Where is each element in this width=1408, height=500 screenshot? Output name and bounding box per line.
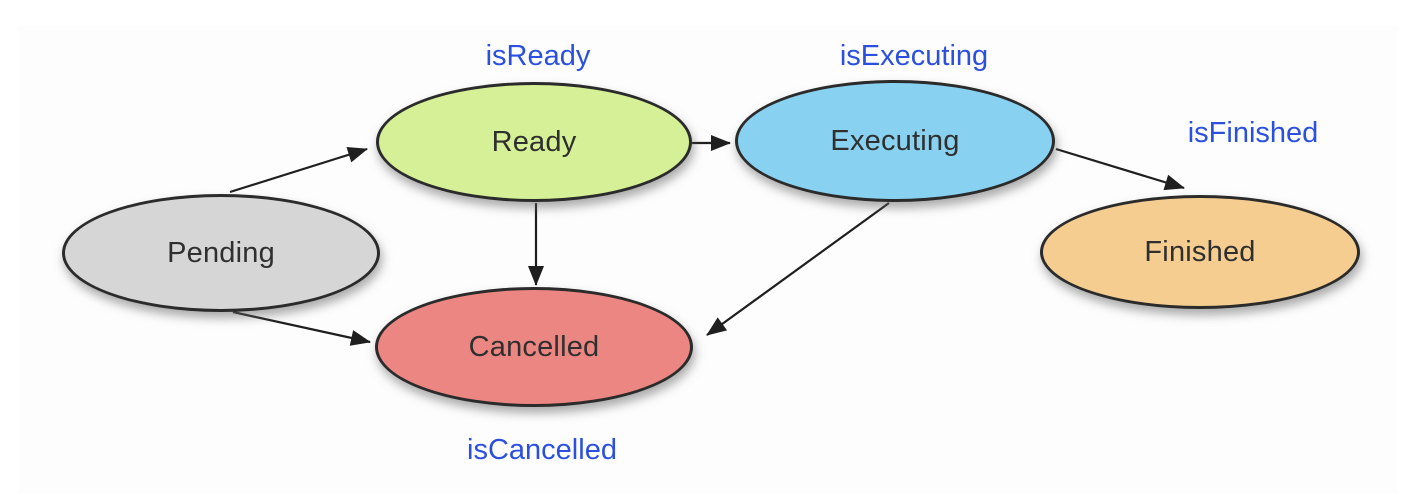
guard-label-is-executing: isExecuting [839, 40, 989, 72]
node-finished-label: Finished [1144, 235, 1256, 268]
arrow-pending-to-ready [229, 147, 368, 194]
arrow-pending-to-cancelled [232, 310, 371, 346]
guard-label-is-cancelled: isCancelled [467, 434, 617, 466]
arrow-executing-to-cancelled [706, 202, 890, 336]
node-pending: Pending [62, 194, 380, 312]
node-executing: Executing [735, 80, 1055, 202]
node-cancelled-label: Cancelled [468, 330, 600, 363]
guard-label-is-finished: isFinished [1187, 117, 1319, 149]
node-ready: Ready [376, 82, 692, 202]
guard-label-is-ready: isReady [485, 40, 591, 72]
node-finished: Finished [1040, 195, 1360, 309]
arrow-executing-to-finished [1055, 147, 1185, 191]
node-executing-label: Executing [830, 124, 960, 157]
node-pending-label: Pending [167, 236, 275, 269]
node-ready-label: Ready [491, 125, 577, 158]
node-cancelled: Cancelled [375, 287, 693, 407]
